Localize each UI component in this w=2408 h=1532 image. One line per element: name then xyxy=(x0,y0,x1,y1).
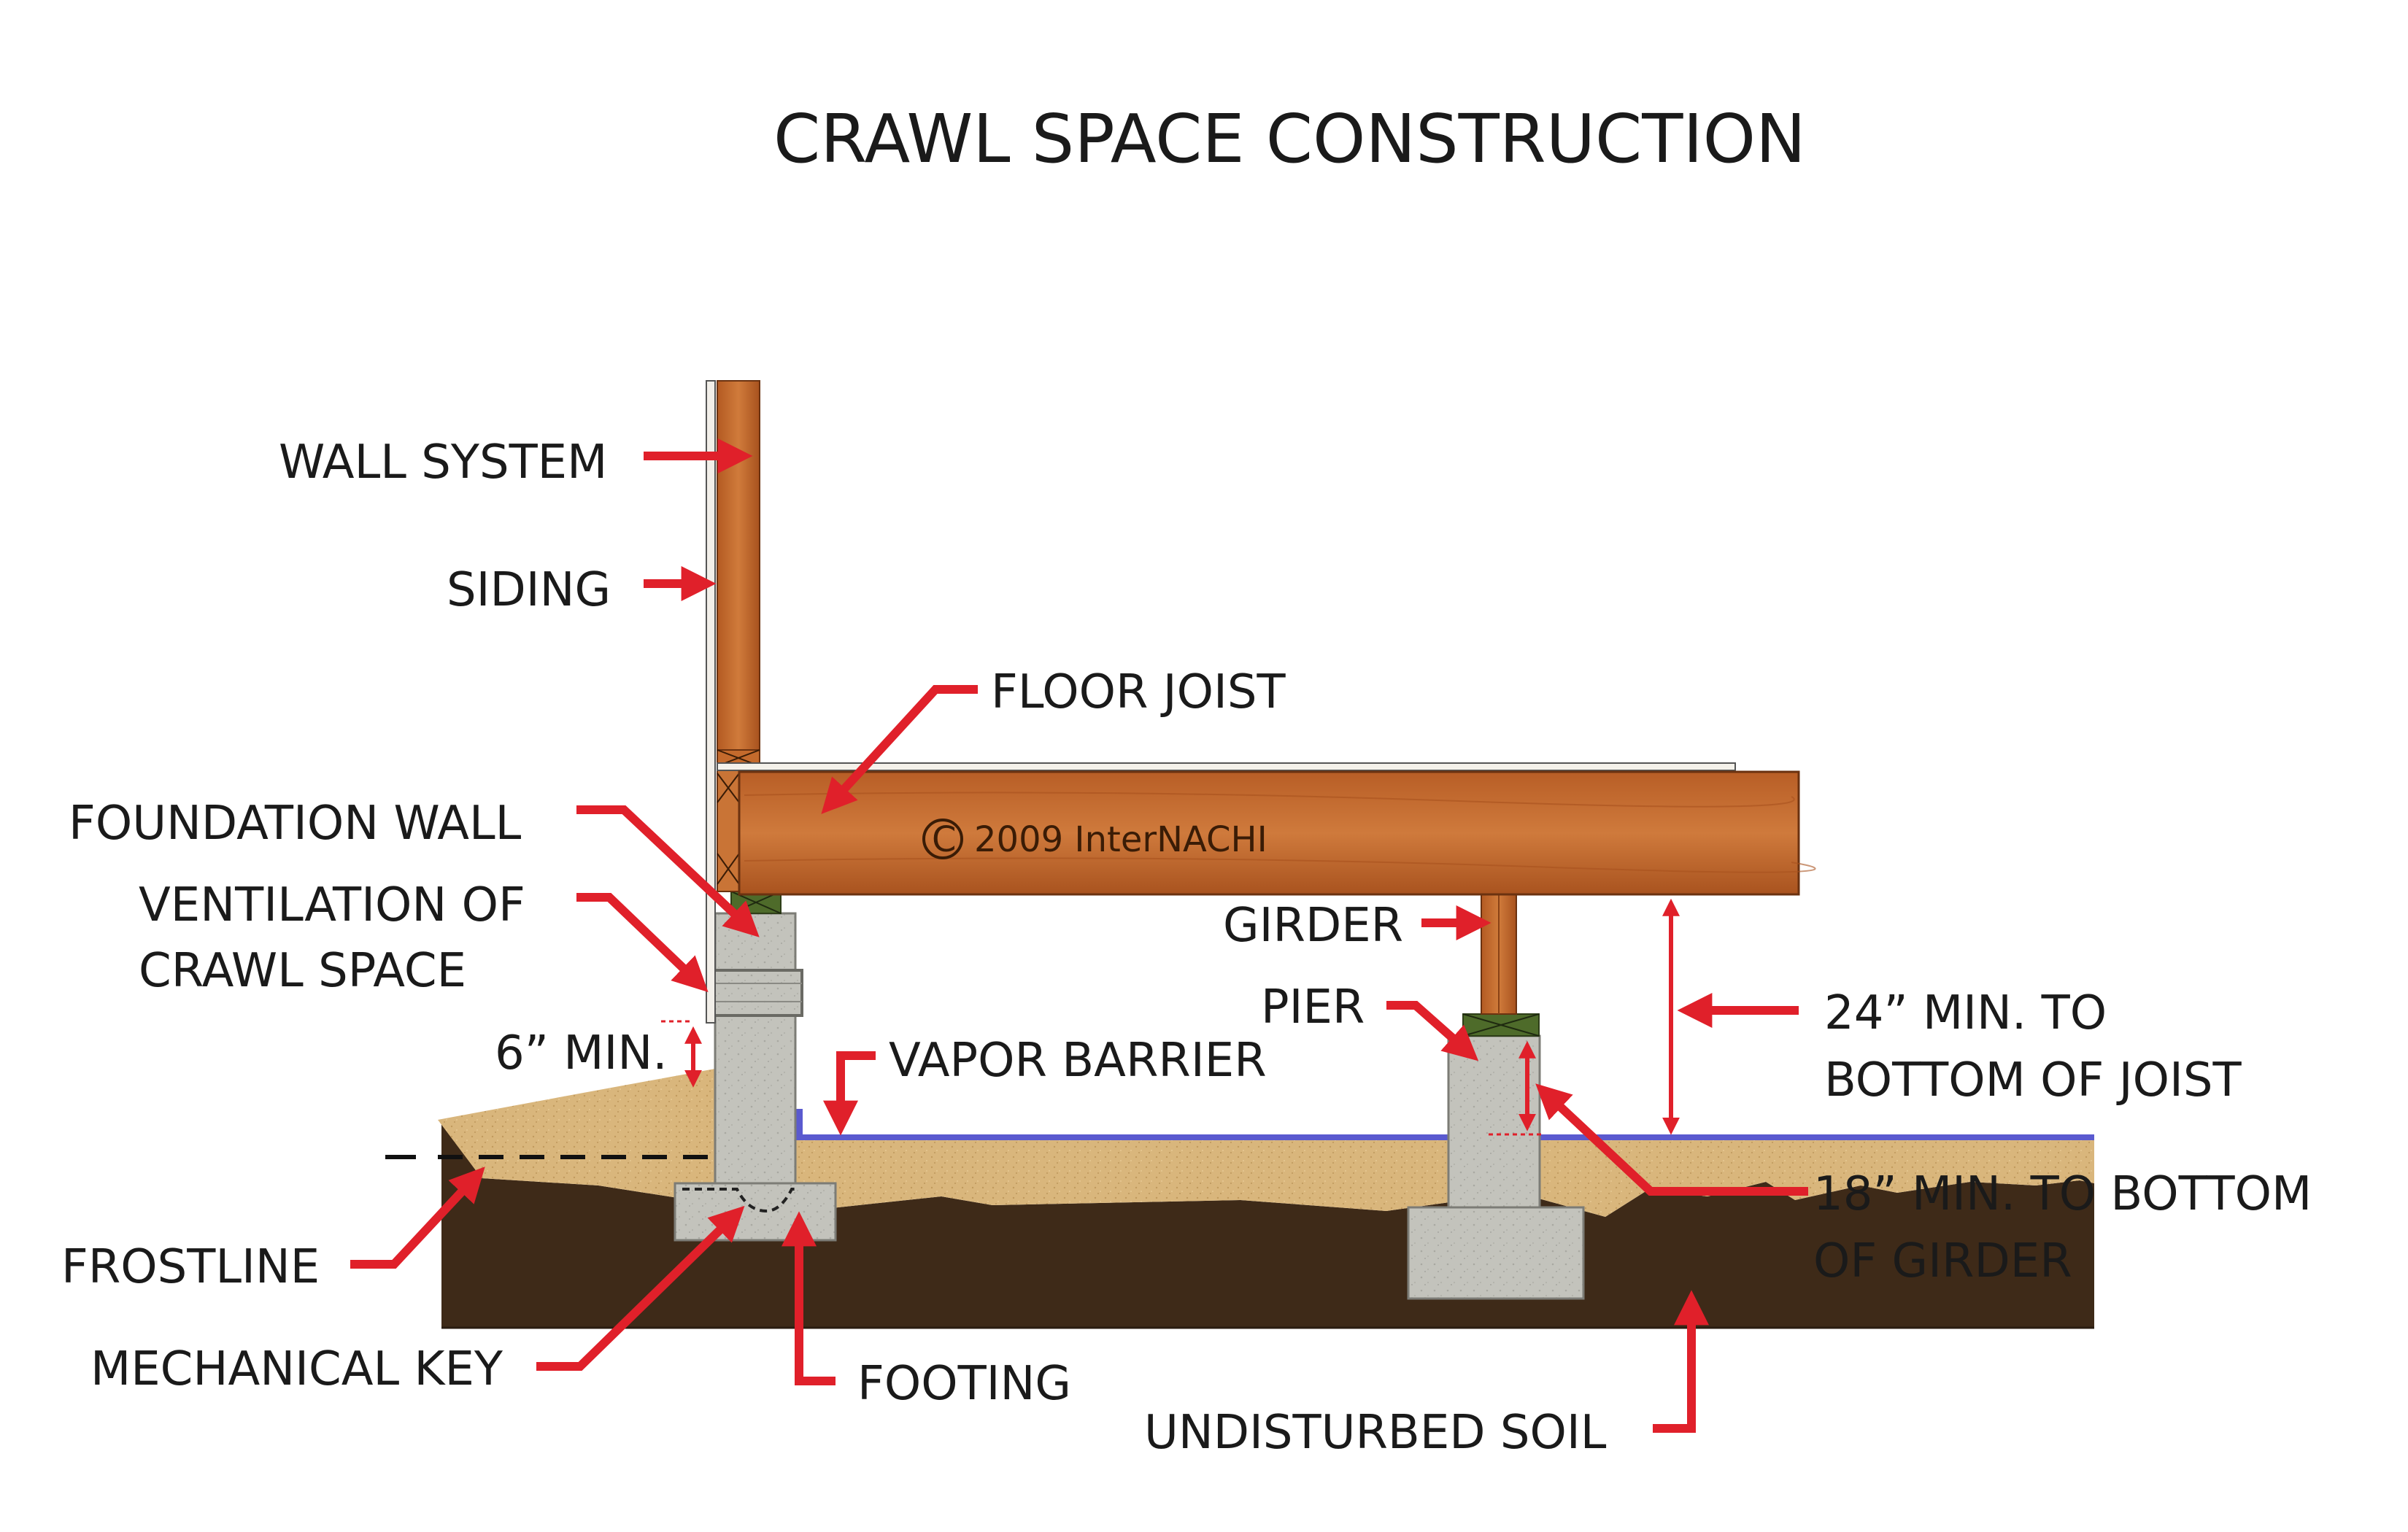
floor-joist xyxy=(738,770,1800,896)
mechanical-key-outline xyxy=(682,1188,795,1213)
pier-arrow xyxy=(1386,1001,1479,1061)
frostline-arrow xyxy=(350,1167,485,1269)
label-girder: GIRDER xyxy=(1223,899,1403,953)
undisturbed-soil-layer xyxy=(441,1123,2094,1328)
label-six-min: 6” MIN. xyxy=(495,1026,668,1080)
label-eighteen-line1: 18” MIN. TO BOTTOM xyxy=(1813,1167,2312,1221)
soil-base-right xyxy=(1583,1299,2094,1328)
label-undisturbed-soil: UNDISTURBED SOIL xyxy=(1144,1406,1607,1460)
label-wall-system: WALL SYSTEM xyxy=(279,436,607,490)
foundation-wall xyxy=(714,912,797,1185)
label-siding: SIDING xyxy=(447,563,611,617)
label-eighteen-line2: OF GIRDER xyxy=(1813,1234,2072,1288)
siding-board xyxy=(706,380,716,1024)
label-twentyfour-line2: BOTTOM OF JOIST xyxy=(1824,1053,2242,1107)
label-floor-joist: FLOOR JOIST xyxy=(991,665,1286,719)
vapor-barrier-arrow xyxy=(823,1051,876,1136)
copyright-symbol-circle xyxy=(922,819,963,859)
diagram-title: CRAWL SPACE CONSTRUCTION xyxy=(773,100,1806,178)
backfill-soil xyxy=(438,1069,2094,1217)
vapor-barrier-sheet xyxy=(795,1109,2094,1140)
undisturbed-soil-arrow xyxy=(1653,1290,1709,1433)
rim-joist xyxy=(717,765,740,892)
label-pier: PIER xyxy=(1261,980,1365,1034)
subfloor xyxy=(717,762,1736,771)
soil-base xyxy=(441,1299,1748,1328)
floor-joist-arrow xyxy=(821,685,978,814)
copyright-text: 2009 InterNACHI xyxy=(974,819,1267,860)
foundation-wall-arrow xyxy=(576,805,760,937)
label-ventilation-line1: VENTILATION OF xyxy=(139,878,525,932)
ventilation-vent xyxy=(707,969,803,1017)
label-ventilation-line2: CRAWL SPACE xyxy=(139,944,466,998)
label-vapor-barrier: VAPOR BARRIER xyxy=(889,1034,1267,1088)
wall-stud xyxy=(717,380,760,765)
label-footing: FOOTING xyxy=(857,1357,1071,1411)
pier-footing xyxy=(1407,1206,1585,1300)
eighteen-label-arrow xyxy=(1535,1083,1808,1196)
label-foundation-wall: FOUNDATION WALL xyxy=(69,797,522,851)
copyright-symbol: C xyxy=(932,819,957,860)
ventilation-arrow xyxy=(576,893,709,992)
footing-arrow xyxy=(782,1211,836,1385)
left-footing xyxy=(674,1182,837,1242)
label-twentyfour-line1: 24” MIN. TO xyxy=(1824,986,2107,1040)
callout-arrows xyxy=(350,438,1808,1433)
label-frostline: FROSTLINE xyxy=(61,1240,320,1294)
label-mechanical-key: MECHANICAL KEY xyxy=(90,1342,503,1396)
mechanical-key-arrow xyxy=(536,1205,745,1371)
